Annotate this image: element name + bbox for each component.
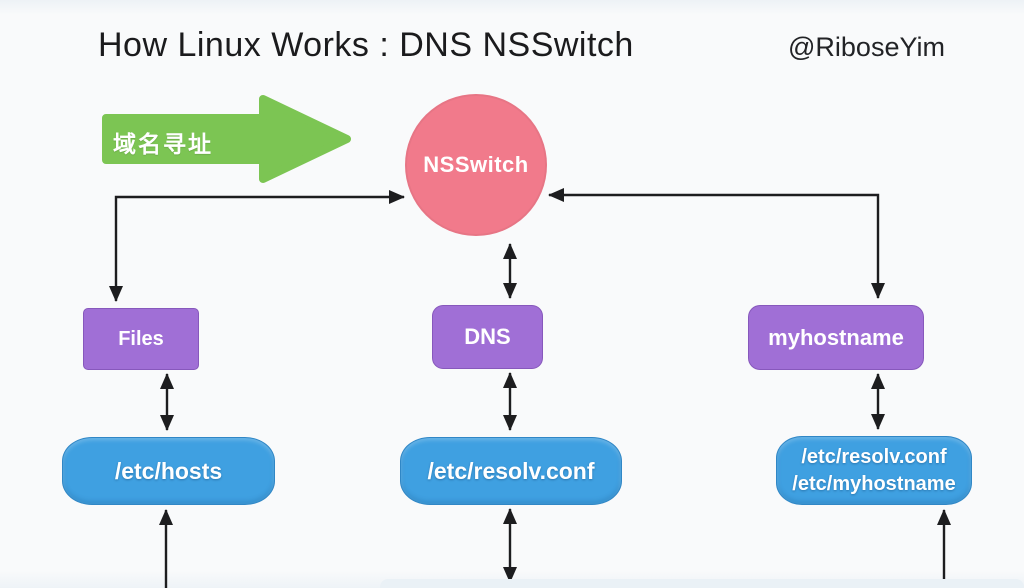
edge-nsswitch-files bbox=[109, 190, 405, 302]
service-node-myhostname-label: myhostname bbox=[768, 324, 904, 350]
cutoff-node-bottom bbox=[380, 579, 1024, 588]
service-node-dns: DNS bbox=[432, 305, 543, 369]
file-node-etc-resolv-line1: /etc/resolv.conf bbox=[801, 445, 947, 468]
service-node-files: Files bbox=[83, 308, 199, 370]
file-node-etc-resolv-myhostname: /etc/resolv.conf /etc/myhostname bbox=[776, 436, 972, 505]
service-node-myhostname: myhostname bbox=[748, 305, 924, 370]
right-arrow-icon bbox=[102, 95, 351, 183]
service-node-dns-label: DNS bbox=[464, 324, 511, 349]
nsswitch-node-label: NSSwitch bbox=[423, 152, 529, 177]
file-node-etc-hosts: /etc/hosts bbox=[62, 437, 275, 505]
credit-handle: @RiboseYim bbox=[788, 32, 945, 62]
service-node-files-label: Files bbox=[118, 327, 164, 350]
nsswitch-node: NSSwitch bbox=[405, 94, 547, 236]
edge-nsswitch-myhostname bbox=[548, 188, 885, 299]
file-node-etc-myhostname-line2: /etc/myhostname bbox=[792, 472, 956, 495]
file-node-etc-resolv-conf: /etc/resolv.conf bbox=[400, 437, 622, 505]
domain-lookup-banner-label: 域名寻址 bbox=[113, 131, 213, 157]
file-node-etc-resolv-conf-label: /etc/resolv.conf bbox=[427, 457, 595, 484]
file-node-etc-hosts-label: /etc/hosts bbox=[114, 457, 223, 484]
page-title: How Linux Works : DNS NSSwitch bbox=[98, 26, 634, 64]
